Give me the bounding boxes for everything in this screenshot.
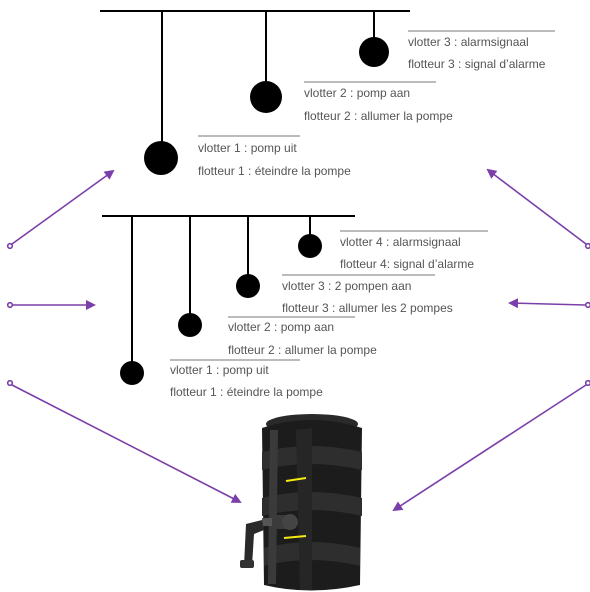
top-float-1 <box>144 141 178 175</box>
bottom-float-1-label-fr: flotteur 1 : éteindre la pompe <box>170 385 323 399</box>
top-float-3-label-fr: flotteur 3 : signal d’alarme <box>408 57 546 71</box>
right-arrow-2 <box>508 298 586 309</box>
bottom-float-2-label-nl: vlotter 2 : pomp aan <box>228 320 334 334</box>
bottom-float-3 <box>236 274 260 298</box>
bottom-float-diagram: vlotter 4 : alarmsignaal flotteur 4: sig… <box>102 215 488 399</box>
top-float-1-label-nl: vlotter 1 : pomp uit <box>198 141 297 155</box>
top-float-2-label-fr: flotteur 2 : allumer la pompe <box>304 109 453 123</box>
right-arrow-origin-3 <box>584 379 590 387</box>
level-mark-upper <box>285 477 307 482</box>
top-float-2-label-nl: vlotter 2 : pomp aan <box>304 86 410 100</box>
top-float-3 <box>359 37 389 67</box>
level-mark-lower <box>283 535 307 539</box>
bottom-float-4-label-fr: flotteur 4: signal d’alarme <box>340 257 474 271</box>
bottom-float-4 <box>298 234 322 258</box>
top-float-1-label-fr: flotteur 1 : éteindre la pompe <box>198 164 351 178</box>
bottom-float-3-label-nl: vlotter 3 : 2 pompen aan <box>282 279 411 293</box>
water-tank-icon <box>240 414 362 591</box>
bottom-float-3-label-fr: flotteur 3 : allumer les 2 pompes <box>282 301 453 315</box>
left-arrow-origin-3 <box>6 379 14 387</box>
bottom-float-2-label-fr: flotteur 2 : allumer la pompe <box>228 343 377 357</box>
bottom-float-1 <box>120 361 144 385</box>
top-float-diagram: vlotter 3 : alarmsignaal flotteur 3 : si… <box>100 10 555 178</box>
top-float-3-label-nl: vlotter 3 : alarmsignaal <box>408 35 529 49</box>
bottom-float-4-label-nl: vlotter 4 : alarmsignaal <box>340 235 461 249</box>
left-arrow-origin-1 <box>6 242 14 250</box>
connector-arrows <box>6 168 590 512</box>
right-arrow-3 <box>392 384 587 512</box>
bottom-float-1-label-nl: vlotter 1 : pomp uit <box>170 363 269 377</box>
left-arrow-origin-2 <box>6 301 14 309</box>
bottom-float-2 <box>178 313 202 337</box>
left-arrow-1 <box>11 169 115 245</box>
right-arrow-origin-2 <box>584 301 590 309</box>
right-arrow-1 <box>486 168 587 245</box>
left-arrow-3 <box>11 384 242 503</box>
top-float-2 <box>250 81 282 113</box>
right-arrow-origin-1 <box>584 242 590 250</box>
